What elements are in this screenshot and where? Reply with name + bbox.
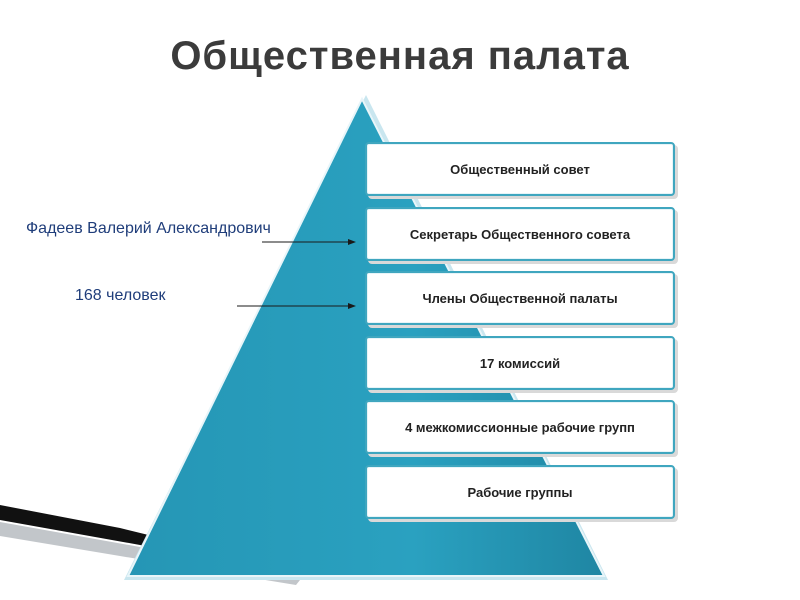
level-label: 17 комиссий	[479, 355, 561, 371]
members-count-label: 168 человек	[75, 287, 166, 304]
level-label: Члены Общественной палаты	[422, 290, 618, 306]
level-box-council-secretary: Секретарь Общественного совета	[365, 207, 675, 261]
slide-title: Общественная палата	[170, 34, 630, 78]
level-label: Общественный совет	[450, 161, 590, 177]
level-box-public-council: Общественный совет	[365, 142, 675, 196]
level-box-commissions: 17 комиссий	[365, 336, 675, 390]
level-box-chamber-members: Члены Общественной палаты	[365, 271, 675, 325]
level-box-working-groups: Рабочие группы	[365, 465, 675, 519]
level-label: 4 межкомиссионные рабочие групп	[405, 419, 635, 435]
level-label: Секретарь Общественного совета	[409, 226, 631, 242]
arrow-chair-head	[348, 239, 356, 245]
chair-name-label: Фадеев Валерий Александрович	[26, 220, 271, 237]
level-box-intercommission-groups: 4 межкомиссионные рабочие групп	[365, 400, 675, 454]
arrow-members-head	[348, 303, 356, 309]
level-label: Рабочие группы	[467, 484, 573, 500]
